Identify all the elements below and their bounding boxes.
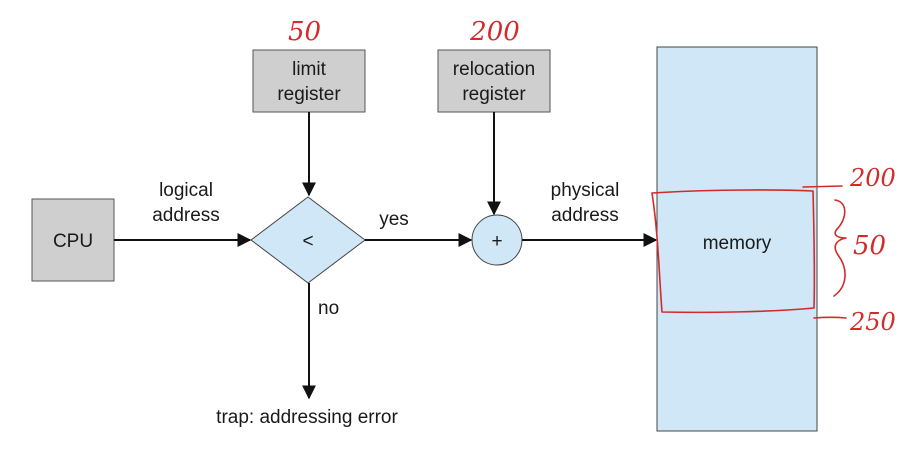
- limit-register-label-line2: register: [277, 84, 341, 105]
- logical-address-label-line1: logical: [159, 180, 213, 201]
- memory-label: memory: [703, 233, 772, 254]
- limit-register-label-line1: limit: [292, 59, 326, 80]
- adder-symbol: +: [491, 231, 502, 252]
- memory-region-outline: [651, 189, 816, 314]
- physical-address-label-line2: address: [551, 205, 619, 226]
- relocation-value-annotation: 200: [469, 17, 520, 47]
- cpu-box: [31, 198, 115, 282]
- cpu-label: CPU: [53, 231, 93, 252]
- region-start-tick: [802, 185, 843, 188]
- region-end-tick: [813, 316, 847, 319]
- range-start-annotation: 200: [849, 164, 896, 192]
- handwritten-annotations: [651, 185, 847, 319]
- relocation-register-label-line1: relocation: [453, 59, 535, 80]
- size-brace: [833, 199, 847, 297]
- trap-label: trap: addressing error: [216, 407, 398, 428]
- range-size-annotation: 50: [853, 231, 886, 261]
- limit-value-annotation: 50: [288, 17, 321, 47]
- physical-address-label-line1: physical: [551, 180, 620, 201]
- compare-symbol: <: [302, 231, 313, 252]
- no-label: no: [318, 298, 339, 319]
- memory-block: [656, 46, 818, 432]
- logical-address-label-line2: address: [152, 205, 220, 226]
- relocation-register-box: [437, 49, 551, 113]
- range-end-annotation: 250: [849, 308, 896, 336]
- limit-register-box: [252, 49, 366, 113]
- relocation-register-label-line2: register: [462, 84, 526, 105]
- yes-label: yes: [379, 209, 409, 230]
